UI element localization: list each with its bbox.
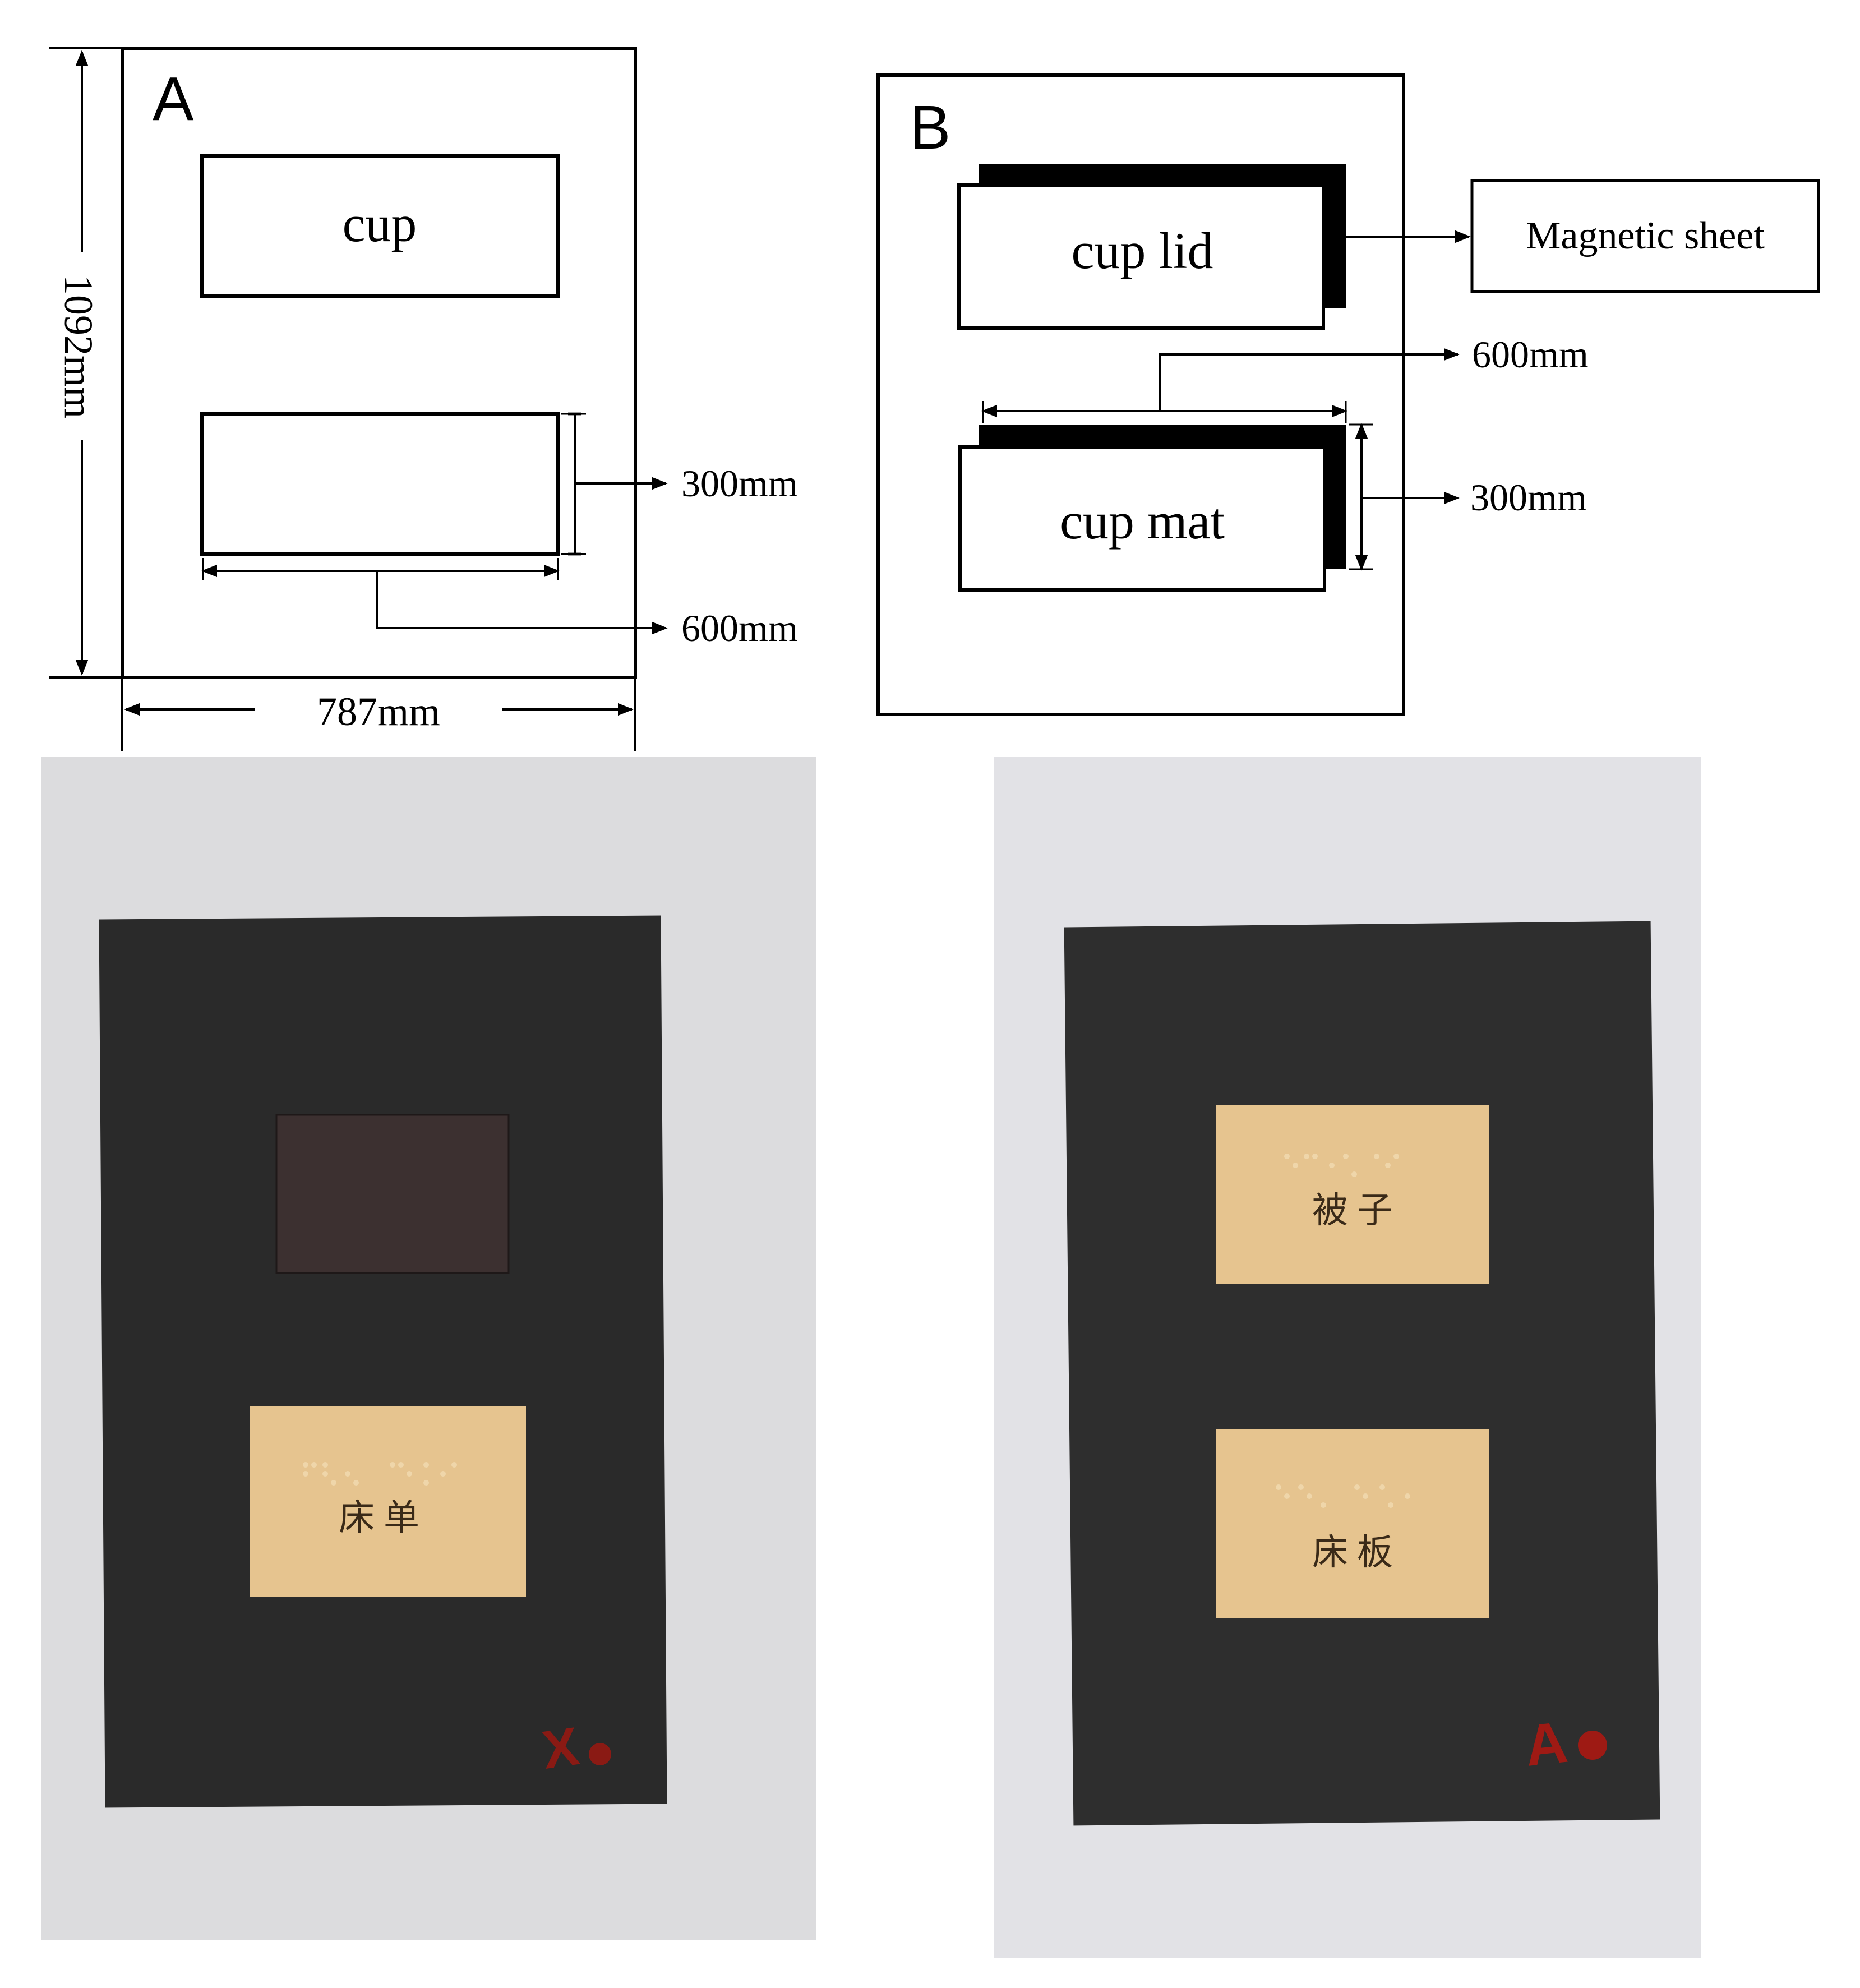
panel-a-diagram: A cup 1092mm 787mm 300mm 600mm [49, 47, 798, 751]
panel-b-diagram: B cup lid Magnetic sheet cup mat 600mm 3… [876, 73, 1820, 716]
photo-left-card [250, 1406, 526, 1597]
photo-right-card-top-text: 被 子 [1312, 1191, 1393, 1230]
photo-right-card-bottom [1216, 1429, 1489, 1618]
panel-a-width-label: 787mm [317, 689, 440, 734]
panel-b-label: B [910, 93, 950, 162]
panel-b-mat-label: cup mat [1060, 492, 1225, 550]
panel-a-label: A [153, 64, 194, 133]
photo-right-card-bottom-text: 床 板 [1312, 1533, 1393, 1572]
panel-a-box-width-leader [376, 571, 668, 635]
photo-left-corner-mark-stroke [589, 1743, 611, 1765]
panel-b-lid-box [957, 183, 1325, 330]
photo-left-card-text: 床 单 [339, 1498, 419, 1538]
photo-right-card-top [1216, 1105, 1489, 1284]
panel-b-height-label: 300mm [1470, 476, 1587, 519]
photo-left: 床 单 X [41, 757, 816, 1940]
panel-a-cup-box [200, 154, 560, 298]
photo-right-corner-mark-stroke [1578, 1731, 1607, 1760]
photo-right: 被 子 床 板 A [994, 757, 1701, 1958]
panel-b-width-leader [1159, 348, 1460, 411]
photo-left-corner-mark: X [539, 1716, 583, 1781]
photo-right-board [1064, 921, 1660, 1826]
panel-b-mat-box [958, 445, 1326, 592]
photo-left-magnet [275, 1114, 510, 1274]
panel-b-board [876, 73, 1405, 716]
photo-left-braille-dots [303, 1462, 457, 1486]
photo-right-braille-dots-top [1284, 1154, 1399, 1177]
photo-right-corner-mark: A [1522, 1710, 1571, 1779]
panel-a-board [121, 47, 637, 679]
panel-b-lid-label: cup lid [1072, 222, 1213, 279]
panel-a-box-height-label: 300mm [681, 462, 798, 505]
photo-left-board [99, 915, 667, 1808]
panel-a-bottom-box [200, 412, 560, 556]
panel-a-box-width-label: 600mm [681, 607, 798, 649]
panel-b-magnet-callout-label: Magnetic sheet [1526, 214, 1765, 257]
panel-a-height-label: 1092mm [56, 275, 101, 418]
panel-b-width-label: 600mm [1472, 333, 1589, 376]
panel-b-magnet-callout-box [1470, 179, 1820, 293]
photo-right-braille-dots-bottom [1276, 1484, 1410, 1508]
panel-a-cup-label: cup [343, 195, 417, 252]
